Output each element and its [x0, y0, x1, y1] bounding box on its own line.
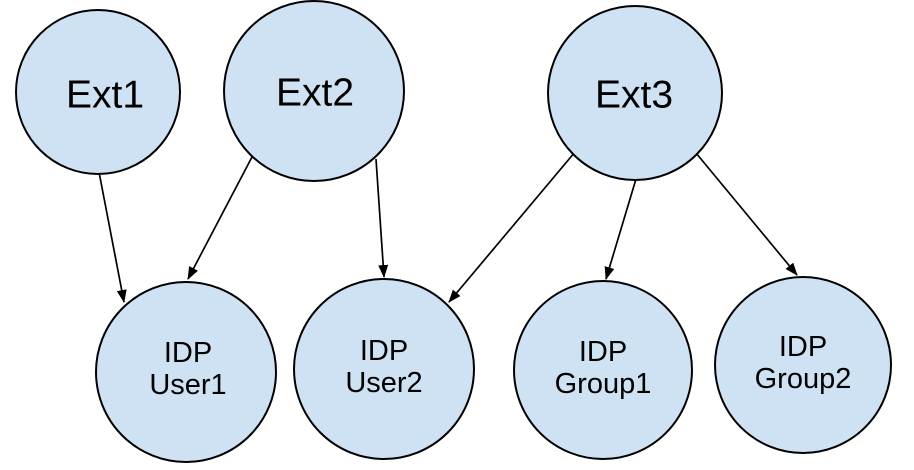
node-ext1-circle [15, 9, 181, 175]
node-idp-user2-label-line2: User2 [345, 367, 422, 399]
edge-ext3-to-idp-group1 [604, 178, 637, 280]
node-idp-group1-label-line1: IDP [579, 336, 627, 368]
node-idp-group2-label-line2: Group2 [755, 363, 852, 395]
node-idp-user1-label-line2: User1 [149, 369, 226, 401]
node-idp-group1-label-line2: Group1 [555, 368, 652, 400]
node-ext2-label: Ext2 [276, 72, 354, 115]
node-idp-user1: IDP User1 [95, 281, 277, 463]
node-ext2-circle [223, 0, 405, 182]
node-ext3-label: Ext3 [595, 74, 673, 117]
node-idp-user1-label-line1: IDP [164, 337, 212, 369]
edge-ext3-to-idp-user2 [448, 151, 576, 303]
edge-ext1-to-idp-user1 [98, 171, 127, 303]
edge-ext2-to-idp-user1 [187, 156, 253, 280]
edge-ext3-to-idp-group2 [695, 152, 798, 276]
node-idp-group2-label-line1: IDP [779, 331, 827, 363]
node-idp-user1-circle [95, 281, 277, 463]
node-ext3: Ext3 [547, 5, 723, 181]
node-idp-group1: IDP Group1 [513, 280, 693, 460]
node-idp-user2: IDP User2 [293, 278, 475, 460]
edges-layer [98, 151, 798, 303]
node-ext1-label: Ext1 [66, 74, 144, 117]
node-ext2: Ext2 [223, 0, 405, 182]
node-idp-user2-label-line1: IDP [360, 335, 408, 367]
node-ext1: Ext1 [15, 9, 181, 175]
node-idp-user2-circle [293, 278, 475, 460]
node-ext3-circle [547, 5, 723, 181]
node-idp-group2-circle [714, 276, 892, 454]
node-idp-group2: IDP Group2 [714, 276, 892, 454]
node-idp-group1-circle [513, 280, 693, 460]
edge-ext2-to-idp-user2 [375, 158, 389, 278]
